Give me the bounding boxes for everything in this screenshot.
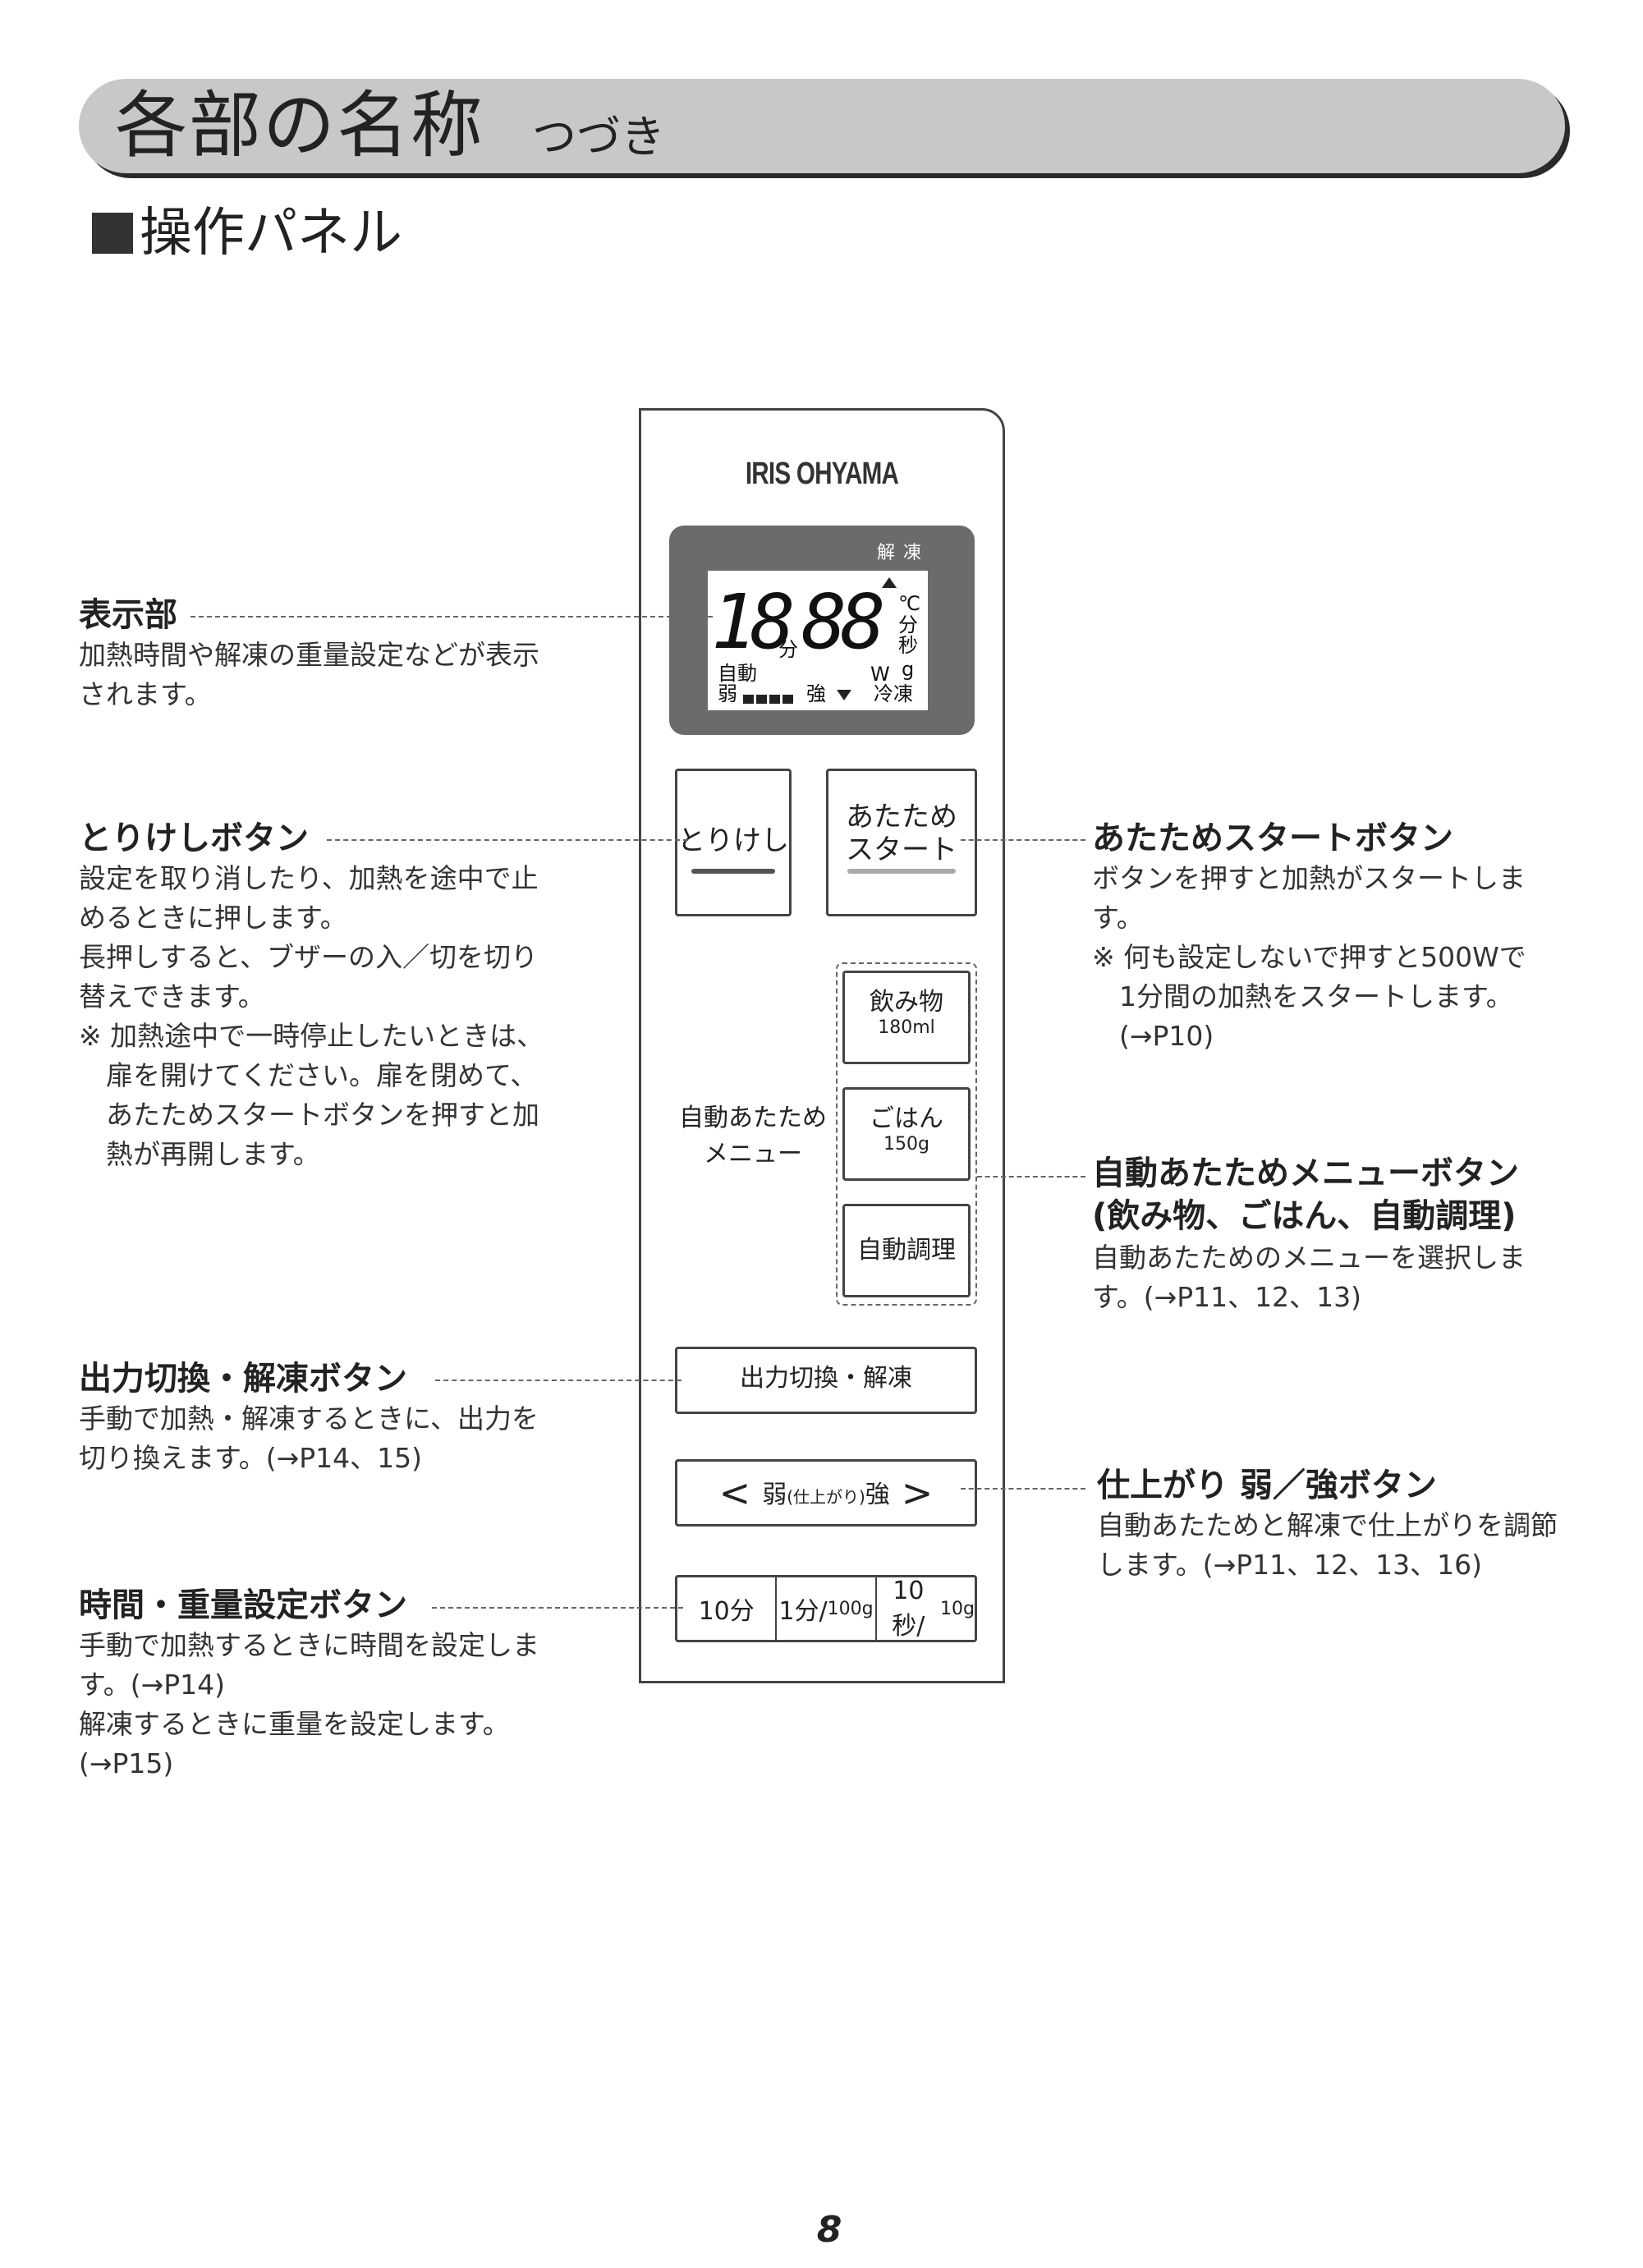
callout-display-title: 表示部 [79, 596, 177, 634]
drink-button-label: 飲み物 [870, 988, 943, 1017]
lcd-screen [708, 571, 928, 710]
time-10sec-button[interactable]: 10秒/10g [874, 1576, 975, 1641]
callout-power-title: 出力切換・解凍ボタン [79, 1360, 407, 1398]
cancel-button[interactable] [675, 769, 792, 916]
time-1min-label: 1分/ [778, 1597, 828, 1626]
page-number: 8 [816, 2209, 842, 2251]
lcd-thaw-label: 解凍 [877, 543, 930, 563]
lcd-digits-minutes: 18 [711, 578, 796, 666]
cancel-button-indicator [691, 869, 775, 874]
finish-level-button[interactable]: < 弱(仕上がり)強 > [675, 1459, 977, 1527]
auto-menu-label-line1: 自動あたため [679, 1104, 827, 1132]
callout-auto-menu-body: 自動あたためのメニューを選択しま す。(→P11、12、13) [1092, 1242, 1526, 1313]
auto-menu-label-line2: メニュー [704, 1140, 802, 1168]
callout-start-title: あたためスタートボタン [1092, 820, 1453, 857]
leader-line-start [961, 839, 1085, 841]
auto-cook-button[interactable]: 自動調理 [842, 1204, 971, 1297]
lcd-frozen-indicator: 冷凍 [874, 682, 913, 705]
section-heading-text: 操作パネル [140, 203, 402, 264]
callout-cancel-title: とりけしボタン [79, 820, 309, 857]
brand-logo: IRIS OHYAMA [745, 457, 899, 491]
time-10min-label: 10分 [698, 1597, 755, 1626]
callout-time-title: 時間・重量設定ボタン [79, 1586, 407, 1624]
callout-finish-body: 自動あたためと解凍で仕上がりを調節 します。(→P11、12、13、16) [1097, 1509, 1558, 1581]
lcd-sec-unit: 秒 [898, 634, 918, 657]
time-1min-sublabel: 100g [827, 1598, 874, 1619]
cancel-button-label[interactable]: とりけし [677, 824, 789, 857]
start-button-label[interactable]: あたためスタート [826, 801, 977, 866]
triangle-down-icon [837, 690, 851, 700]
title-banner [79, 79, 1565, 173]
chevron-left-icon[interactable]: < [718, 1471, 751, 1515]
power-thaw-button[interactable]: 出力切換・解凍 [675, 1347, 977, 1414]
lcd-auto-indicator: 自動 [718, 662, 757, 685]
lcd-weak-indicator: 弱 [718, 682, 737, 705]
finish-mid-label: (仕上がり) [787, 1487, 865, 1507]
lcd-watt-unit: W [870, 663, 890, 686]
lcd-celsius-unit: ℃ [898, 592, 920, 615]
callout-display-body: 加熱時間や解凍の重量設定などが表示 されます。 [79, 639, 539, 710]
callout-finish-title: 仕上がり 弱／強ボタン [1097, 1467, 1437, 1504]
start-button-indicator [847, 869, 956, 874]
callout-auto-menu-title: 自動あたためメニューボタン [1092, 1155, 1519, 1192]
callout-cancel-body: 設定を取り消したり、加熱を途中で止 めるときに押します。 長押しすると、ブザーの… [79, 862, 544, 1170]
leader-line-power [435, 1380, 682, 1381]
start-label-line2: スタート [846, 833, 957, 866]
finish-strong-label: 強 [865, 1481, 890, 1509]
power-thaw-button-label: 出力切換・解凍 [740, 1364, 912, 1393]
lcd-strong-indicator: 強 [806, 682, 826, 705]
rice-button-sublabel: 150g [883, 1134, 929, 1155]
auto-menu-group [836, 962, 977, 1306]
time-10sec-sublabel: 10g [940, 1598, 975, 1619]
leader-line-time [432, 1607, 683, 1609]
drink-button-sublabel: 180ml [878, 1017, 935, 1038]
page-title: 各部の名称 [115, 83, 485, 168]
lcd-min-unit: 分 [778, 638, 798, 661]
triangle-up-icon [882, 577, 897, 588]
time-1min-button[interactable]: 1分/100g [775, 1577, 874, 1640]
time-weight-buttons: 10分 1分/100g 10秒/10g [675, 1575, 977, 1642]
start-button[interactable] [826, 769, 977, 916]
callout-time-body: 手動で加熱するときに時間を設定しま す。(→P14) 解凍するときに重量を設定し… [79, 1629, 539, 1779]
time-10sec-label: 10秒/ [892, 1576, 925, 1641]
rice-button-label: ごはん [870, 1104, 943, 1133]
lcd-level-bars [743, 691, 796, 707]
leader-line-display [190, 616, 713, 618]
leader-line-cancel [327, 839, 688, 841]
lcd-min-unit-2: 分 [898, 613, 918, 636]
callout-start-body: ボタンを押すと加熱がスタートしま す。 ※ 何も設定しないで押すと500Wで 1… [1092, 862, 1526, 1052]
square-bullet-icon [92, 213, 133, 254]
lcd-gram-unit: g [902, 658, 915, 681]
start-label-line1: あたため [846, 801, 957, 833]
section-heading: 操作パネル [92, 200, 402, 266]
lcd-digits-seconds: 88 [801, 578, 886, 666]
leader-line-auto-menu [977, 1176, 1085, 1178]
leader-line-finish [961, 1488, 1085, 1490]
callout-auto-menu-title2: (飲み物、ごはん、自動調理) [1092, 1197, 1517, 1235]
page-subtitle: つづき [532, 111, 665, 163]
auto-cook-button-label: 自動調理 [857, 1236, 956, 1265]
finish-weak-label: 弱 [762, 1481, 787, 1509]
chevron-right-icon[interactable]: > [901, 1471, 934, 1515]
callout-power-body: 手動で加熱・解凍するときに、出力を 切り換えます。(→P14、15) [79, 1403, 539, 1474]
time-10min-button[interactable]: 10分 [677, 1577, 775, 1640]
auto-menu-group-label: 自動あたためメニュー [675, 1100, 831, 1173]
